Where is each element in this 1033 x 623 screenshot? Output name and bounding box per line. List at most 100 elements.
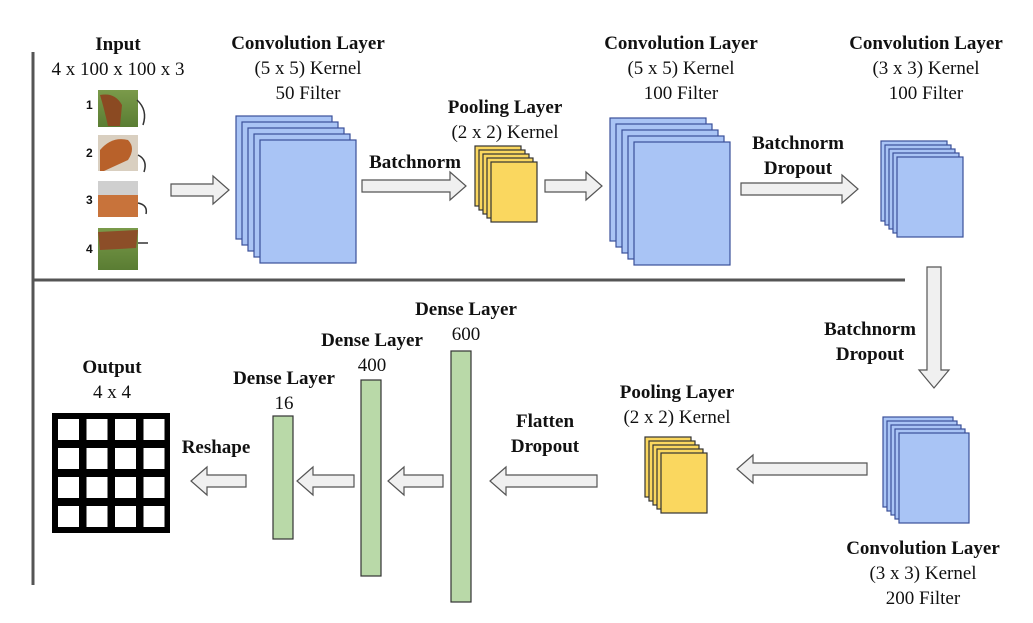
dense400-label: Dense Layer 400	[302, 328, 442, 378]
output-grid-cell	[143, 506, 165, 527]
pool1-label: Pooling Layer (2 x 2) Kernel	[420, 95, 590, 145]
flatten-dropout-label: Flatten Dropout	[485, 409, 605, 459]
input-image-2	[98, 135, 146, 173]
conv3-label: Convolution Layer (3 x 3) Kernel 100 Fil…	[826, 31, 1026, 106]
pool2-label: Pooling Layer (2 x 2) Kernel	[592, 380, 762, 430]
dense16-label: Dense Layer 16	[214, 366, 354, 416]
output-grid-cell	[143, 448, 165, 469]
batchnorm1-text: Batchnorm	[369, 152, 461, 173]
input-title: Input	[95, 34, 141, 55]
output-grid-cell	[58, 477, 79, 498]
conv4-kernel: (3 x 3) Kernel	[869, 563, 977, 584]
output-grid-cell	[115, 477, 136, 498]
dense400-title: Dense Layer	[321, 330, 423, 351]
image-number-1: 1	[86, 98, 93, 112]
bn-dropout1-line1: Batchnorm	[752, 133, 844, 154]
pool2-title: Pooling Layer	[619, 382, 735, 403]
output-grid-cell	[58, 419, 79, 440]
conv1-label: Convolution Layer (5 x 5) Kernel 50 Filt…	[208, 31, 408, 106]
arrow-conv1-to-pool1	[361, 170, 467, 202]
dense16-title: Dense Layer	[233, 368, 335, 389]
input-shape: 4 x 100 x 100 x 3	[51, 59, 185, 80]
input-image-3	[98, 181, 148, 217]
conv3-feature-maps-layer	[896, 156, 964, 238]
conv1-feature-maps-layer	[259, 139, 357, 264]
output-grid-cell	[58, 448, 79, 469]
conv3-feature-maps	[880, 140, 964, 238]
pool1-kernel: (2 x 2) Kernel	[451, 122, 559, 143]
pool1-feature-maps-layer	[490, 161, 538, 223]
conv4-title: Convolution Layer	[846, 538, 1000, 559]
conv1-kernel: (5 x 5) Kernel	[254, 58, 362, 79]
reshape-text: Reshape	[181, 437, 251, 458]
conv4-label: Convolution Layer (3 x 3) Kernel 200 Fil…	[823, 536, 1023, 611]
dense600-units: 600	[451, 324, 481, 345]
dense400-bar	[360, 379, 382, 577]
dense600-title: Dense Layer	[415, 299, 517, 320]
input-label: Input 4 x 100 x 100 x 3	[38, 32, 198, 82]
image-number-4: 4	[86, 242, 93, 256]
conv3-kernel: (3 x 3) Kernel	[872, 58, 980, 79]
bn-dropout1-label: Batchnorm Dropout	[738, 131, 858, 181]
output-title: Output	[82, 357, 142, 378]
image-number-2: 2	[86, 146, 93, 160]
conv1-feature-maps	[235, 115, 357, 264]
conv4-filters: 200 Filter	[885, 588, 961, 609]
output-label: Output 4 x 4	[62, 355, 162, 405]
output-grid-cell	[115, 506, 136, 527]
bn-dropout2-line2: Dropout	[835, 344, 905, 365]
output-grid-cell	[86, 506, 108, 527]
pool2-kernel: (2 x 2) Kernel	[623, 407, 731, 428]
arrow-dense16-to-output	[190, 465, 247, 497]
conv4-feature-maps	[882, 416, 970, 524]
conv1-filters: 50 Filter	[275, 83, 341, 104]
bn-dropout2-line1: Batchnorm	[824, 319, 916, 340]
dense400-units: 400	[357, 355, 387, 376]
conv2-title: Convolution Layer	[604, 33, 758, 54]
output-grid-cell	[86, 419, 108, 440]
arrow-input-to-conv1	[170, 174, 230, 206]
bn-dropout2-label: Batchnorm Dropout	[808, 317, 932, 367]
flatten-dropout-line2: Dropout	[510, 436, 580, 457]
pool1-title: Pooling Layer	[447, 97, 563, 118]
conv2-feature-maps-layer	[633, 141, 731, 266]
arrow-pool2-to-dense600	[489, 465, 598, 497]
output-grid	[52, 413, 170, 533]
pool1-feature-maps	[474, 145, 538, 223]
dense16-bar	[272, 415, 294, 540]
arrow-conv3-to-conv4	[917, 266, 951, 389]
dense600-bar	[450, 350, 472, 603]
output-shape: 4 x 4	[93, 382, 131, 403]
arrow-pool1-to-conv2	[544, 170, 603, 202]
arrow-dense400-to-dense16	[296, 465, 355, 497]
output-grid-cell	[115, 419, 136, 440]
conv2-label: Convolution Layer (5 x 5) Kernel 100 Fil…	[581, 31, 781, 106]
arrow-dense600-to-dense400	[387, 465, 444, 497]
pool2-feature-maps-layer	[660, 452, 708, 514]
arrow-conv2-to-conv3	[740, 173, 859, 205]
input-image-4	[98, 228, 148, 270]
arrow-conv4-to-pool2	[736, 453, 868, 485]
conv3-filters: 100 Filter	[888, 83, 964, 104]
pool2-feature-maps	[644, 436, 708, 514]
conv2-filters: 100 Filter	[643, 83, 719, 104]
output-grid-cell	[86, 477, 108, 498]
image-number-3: 3	[86, 193, 93, 207]
conv2-kernel: (5 x 5) Kernel	[627, 58, 735, 79]
bn-dropout1-line2: Dropout	[763, 158, 833, 179]
output-grid-cell	[58, 506, 79, 527]
conv1-title: Convolution Layer	[231, 33, 385, 54]
input-image-1	[98, 90, 146, 127]
conv4-feature-maps-layer	[898, 432, 970, 524]
flatten-dropout-line1: Flatten	[515, 411, 575, 432]
dense16-units: 16	[274, 393, 294, 414]
reshape-label: Reshape	[166, 435, 266, 460]
output-grid-cell	[86, 448, 108, 469]
batchnorm1-label: Batchnorm	[355, 150, 475, 175]
output-grid-cell	[115, 448, 136, 469]
output-grid-cell	[143, 477, 165, 498]
conv3-title: Convolution Layer	[849, 33, 1003, 54]
conv2-feature-maps	[609, 117, 731, 266]
dense600-label: Dense Layer 600	[396, 297, 536, 347]
